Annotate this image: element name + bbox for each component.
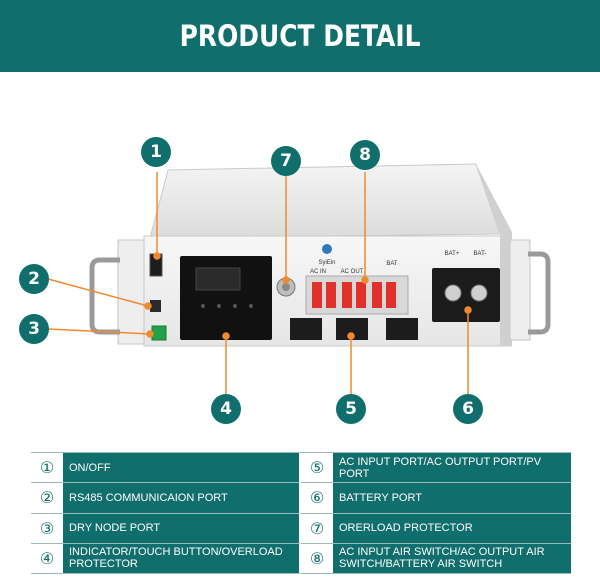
detail-number: ⑦ (301, 513, 333, 543)
detail-row: ⑧ AC INPUT AIR SWITCH/AC OUTPUT AIR SWIT… (301, 543, 571, 574)
rack-ear-left (117, 239, 145, 345)
callout-3: 3 (19, 314, 49, 344)
detail-row: ⑤ AC INPUT PORT/AC OUTPUT PORT/PV PORT (301, 453, 571, 484)
callout-6: 6 (453, 394, 483, 424)
bat-breaker-label: BAT (386, 261, 398, 267)
bat-minus-label: BAT- (474, 251, 487, 257)
brand-text: SyiEin (318, 260, 335, 266)
detail-number: ① (31, 453, 63, 483)
ac-out-label: AC OUT (341, 269, 364, 275)
page-title: PRODUCT DETAIL (179, 19, 421, 53)
detail-number: ⑧ (301, 543, 333, 573)
handle-left (89, 257, 120, 335)
detail-row: ① ON/OFF (31, 453, 301, 484)
rs485-port (150, 300, 161, 312)
callout-1: 1 (141, 137, 171, 167)
detail-number: ② (31, 483, 63, 513)
case-side (476, 164, 512, 346)
detail-row: ③ DRY NODE PORT (31, 513, 301, 544)
product-image: SyiEin AC IN AC OUT BAT BAT+ BAT- (0, 72, 600, 448)
callout-2: 2 (19, 264, 49, 294)
detail-table: ① ON/OFF ⑤ AC INPUT PORT/AC OUTPUT PORT/… (31, 452, 571, 574)
callout-5: 5 (336, 394, 366, 424)
brand-logo (322, 244, 332, 254)
lcd-screen (195, 267, 241, 291)
air-switch-group (305, 275, 409, 315)
indicator-leds (201, 304, 253, 308)
detail-number: ④ (31, 543, 63, 573)
ac-in-label: AC IN (310, 269, 326, 275)
battery-terminal (432, 268, 500, 322)
detail-label: DRY NODE PORT (63, 513, 299, 543)
detail-label: AC INPUT AIR SWITCH/AC OUTPUT AIR SWITCH… (333, 543, 571, 573)
inverter-illustration: SyiEin AC IN AC OUT BAT BAT+ BAT- (47, 163, 551, 394)
callout-8: 8 (350, 140, 380, 170)
leader-lines (47, 172, 472, 394)
detail-label: AC INPUT PORT/AC OUTPUT PORT/PV PORT (333, 453, 571, 483)
detail-row: ④ INDICATOR/TOUCH BUTTON/OVERLOAD PROTEC… (31, 543, 301, 574)
detail-row: ② RS485 COMMUNICAION PORT (31, 483, 301, 514)
dry-node-port (151, 325, 167, 341)
detail-row: ⑦ ORERLOAD PROTECTOR (301, 513, 571, 544)
ac-pv-terminals (290, 318, 418, 340)
rack-ear-right (509, 239, 531, 341)
detail-number: ⑥ (301, 483, 333, 513)
bat-plus-label: BAT+ (445, 251, 460, 257)
case-top (149, 163, 501, 239)
callout-4: 4 (211, 394, 241, 424)
handle-right (528, 251, 551, 335)
header-banner: PRODUCT DETAIL (0, 0, 600, 72)
detail-label: BATTERY PORT (333, 483, 571, 513)
detail-label: ORERLOAD PROTECTOR (333, 513, 571, 543)
detail-row: ⑥ BATTERY PORT (301, 483, 571, 514)
detail-label: INDICATOR/TOUCH BUTTON/OVERLOAD PROTECTO… (63, 543, 299, 573)
callout-7: 7 (271, 146, 301, 176)
detail-number: ⑤ (301, 453, 333, 483)
detail-label: RS485 COMMUNICAION PORT (63, 483, 299, 513)
detail-number: ③ (31, 513, 63, 543)
detail-label: ON/OFF (63, 453, 299, 483)
